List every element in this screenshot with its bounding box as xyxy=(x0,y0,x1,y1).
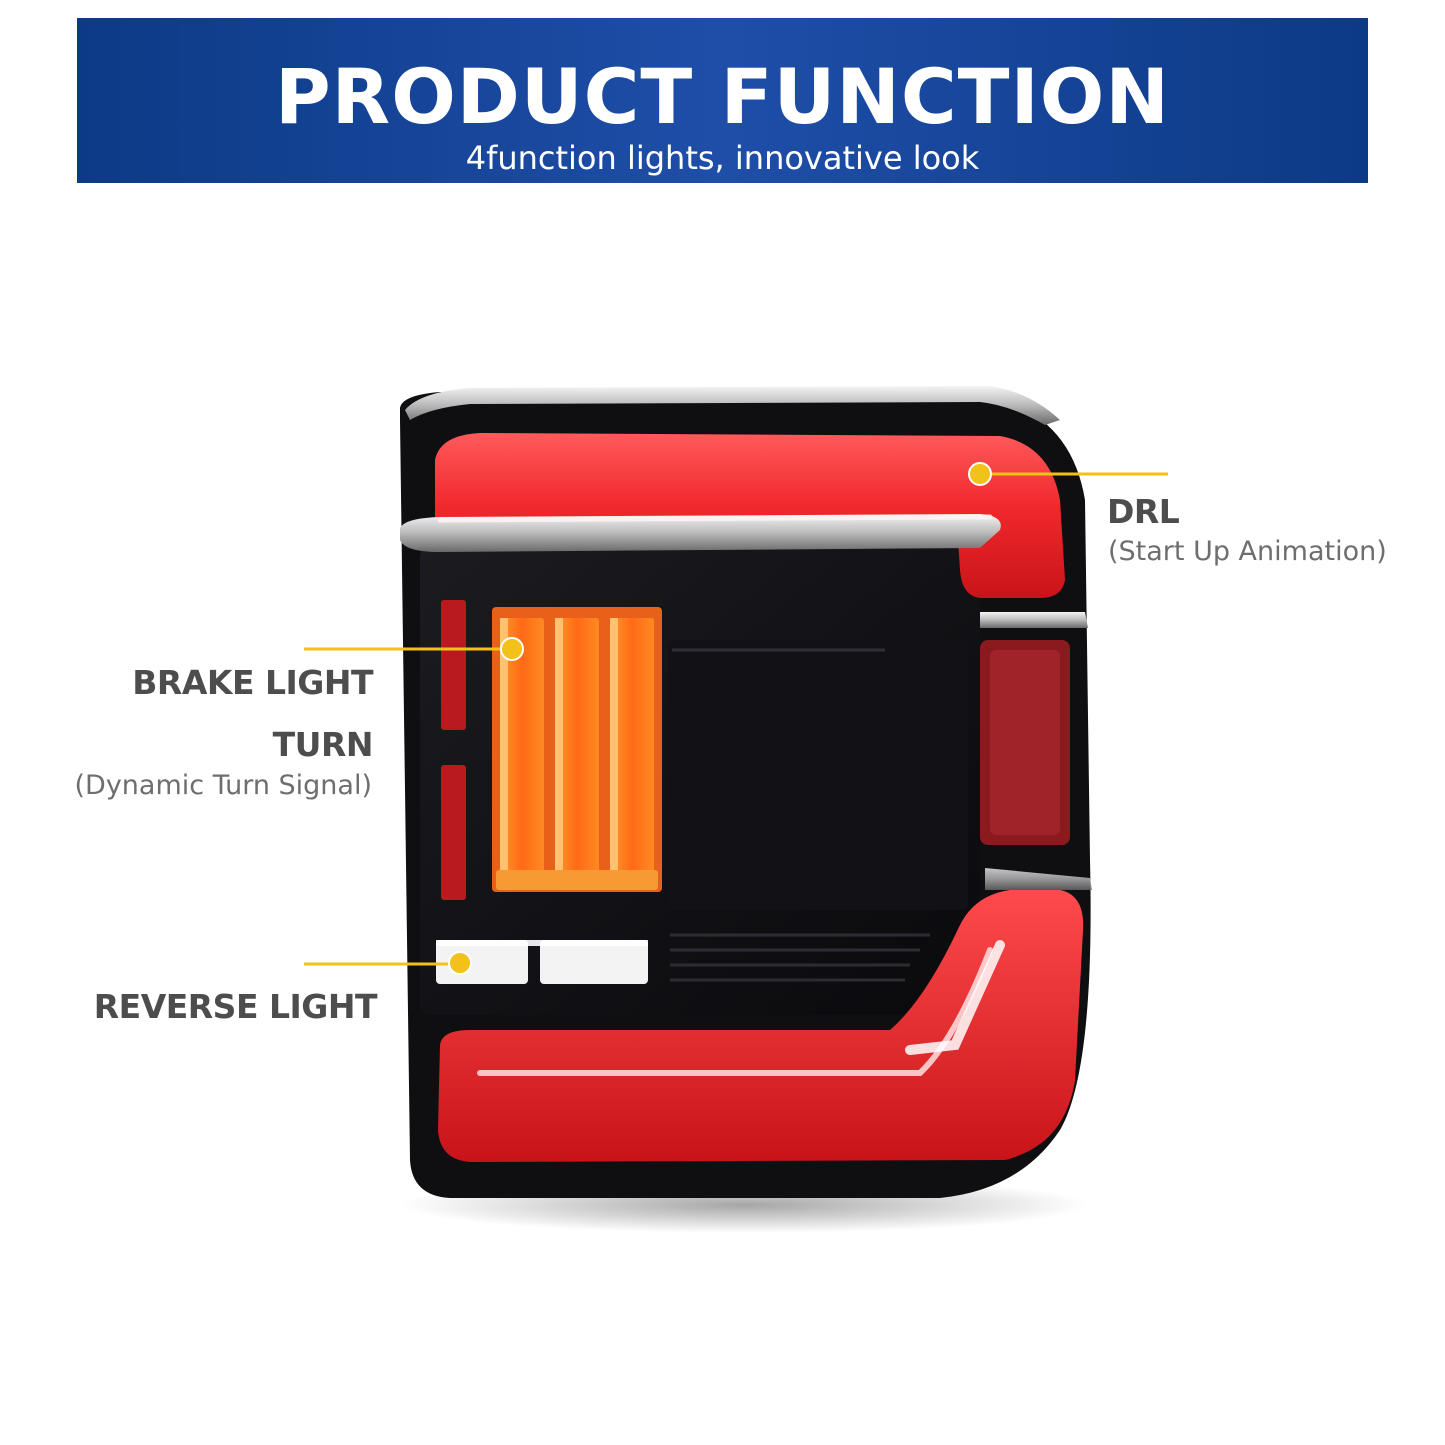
turn-sublabel: (Dynamic Turn Signal) xyxy=(74,770,373,801)
center-dark-panel xyxy=(668,640,968,910)
chrome-strip xyxy=(400,514,1001,552)
drl-sublabel: (Start Up Animation) xyxy=(1108,536,1387,567)
housing-top-chrome xyxy=(405,386,1060,425)
drl-streak xyxy=(437,514,993,523)
brake-light-label: BRAKE LIGHT xyxy=(132,663,373,702)
leader-drl xyxy=(968,462,1168,486)
page-subtitle: 4function lights, innovative look xyxy=(465,139,980,177)
leader-reverse xyxy=(304,951,472,975)
reverse-light-right xyxy=(540,940,648,984)
brake-turn-bar-2 xyxy=(555,618,599,878)
brake-turn-bar-3 xyxy=(610,618,654,878)
brake-turn-bar-1 xyxy=(500,618,544,878)
header-banner: PRODUCT FUNCTION 4function lights, innov… xyxy=(77,18,1368,183)
reverse-light-label: REVERSE LIGHT xyxy=(93,987,378,1026)
lower-fins xyxy=(670,933,930,982)
page-title: PRODUCT FUNCTION xyxy=(274,52,1171,141)
left-red-strip-top xyxy=(441,600,466,730)
left-red-strip-bottom xyxy=(441,765,466,900)
leader-brake xyxy=(304,637,524,661)
turn-label: TURN xyxy=(272,725,374,764)
drl-label: DRL xyxy=(1107,492,1180,531)
drl-lower-band xyxy=(438,890,1084,1162)
drl-lower-streak xyxy=(477,947,993,1076)
